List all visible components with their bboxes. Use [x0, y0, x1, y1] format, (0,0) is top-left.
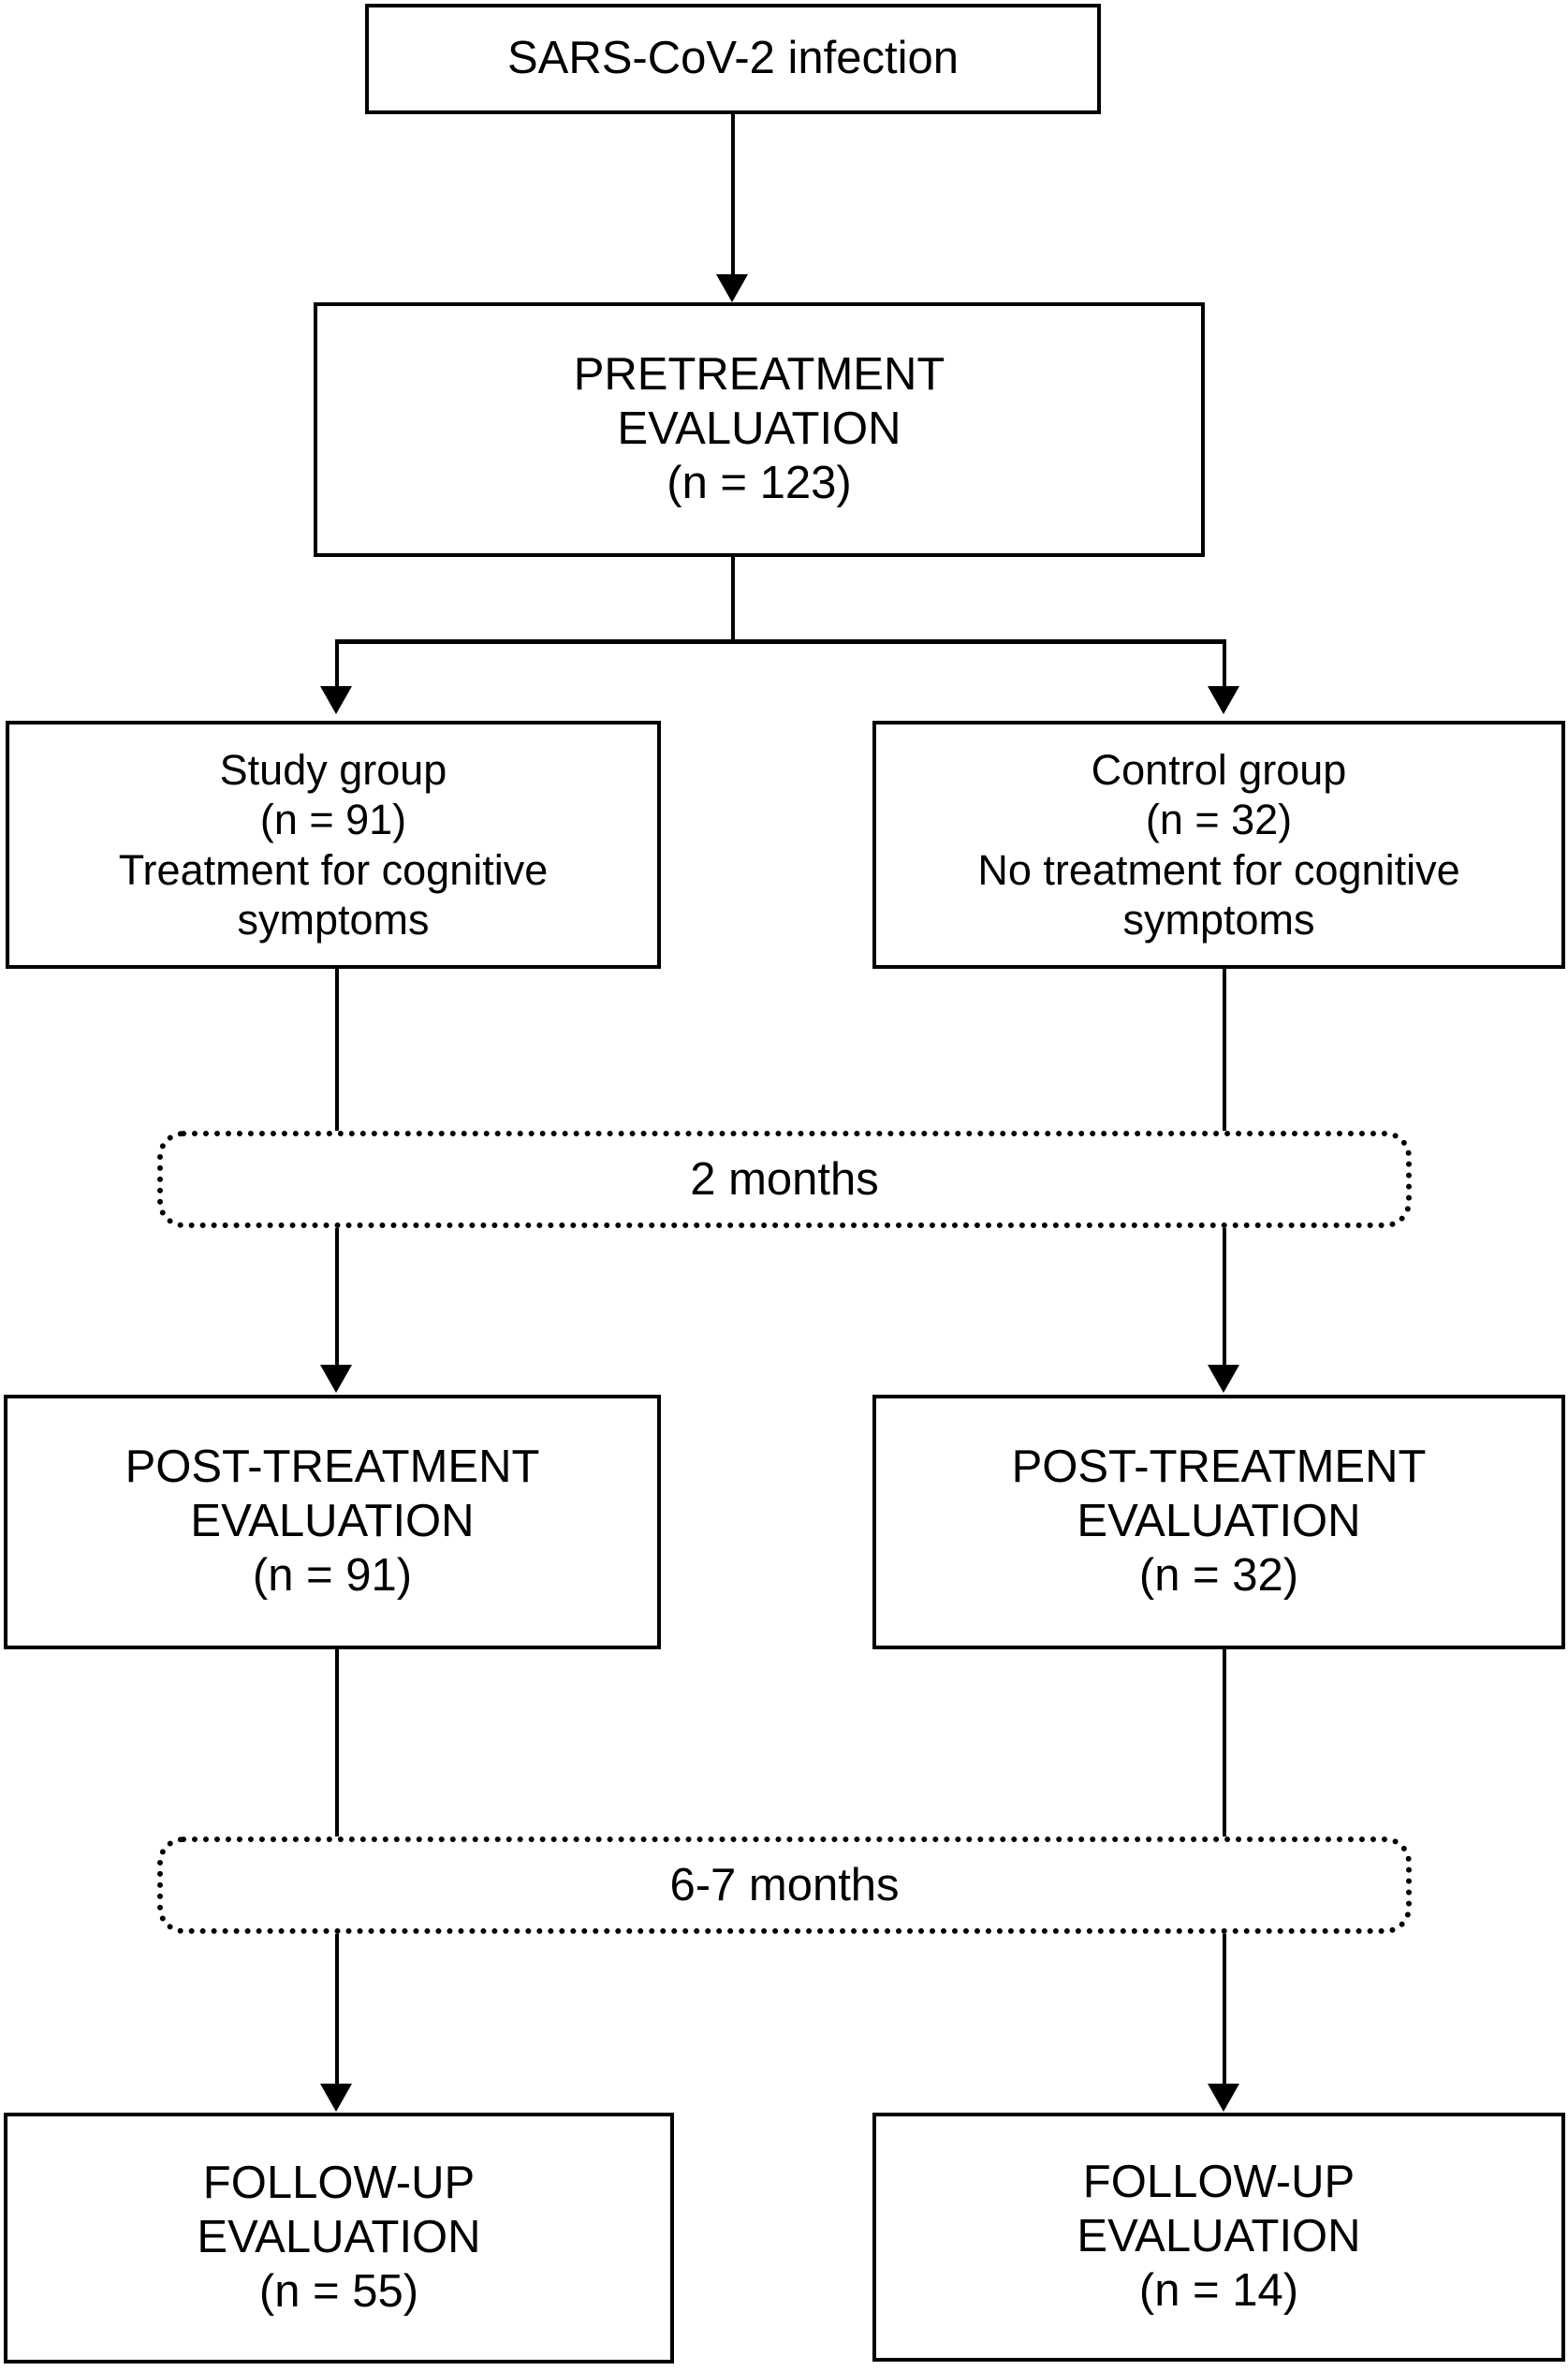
connector-2months-to-post-treatment-right: [1223, 1228, 1226, 1368]
node-post-treatment-evaluation-control: POST-TREATMENT EVALUATION (n = 32): [872, 1395, 1565, 1649]
node-line: (n = 14): [1138, 2264, 1299, 2316]
node-line: EVALUATION: [197, 2212, 481, 2263]
connector-67months-to-follow-up-right: [1223, 1934, 1226, 2086]
node-line: symptoms: [237, 895, 430, 944]
node-sars-cov-2-infection: SARS-CoV-2 infection: [365, 4, 1101, 114]
connector-split-horizontal: [335, 639, 1226, 644]
node-line: POST-TREATMENT: [1011, 1442, 1427, 1493]
connector-pretreatment-stem: [731, 557, 735, 643]
node-line: Treatment for cognitive: [118, 845, 549, 894]
node-line: (n = 32): [1138, 1549, 1299, 1601]
node-line: SARS-CoV-2 infection: [506, 33, 960, 84]
connector-split-to-study-group: [335, 639, 339, 688]
node-line: Study group: [219, 746, 447, 795]
node-control-group: Control group (n = 32) No treatment for …: [872, 721, 1565, 969]
node-pretreatment-evaluation: PRETREATMENT EVALUATION (n = 123): [314, 302, 1205, 557]
connector-control-group-to-2months: [1223, 969, 1226, 1137]
arrowhead-icon: [1208, 686, 1239, 714]
connector-post-treatment-right-to-67months: [1223, 1649, 1226, 1840]
node-line: EVALUATION: [190, 1496, 475, 1547]
arrowhead-icon: [320, 2084, 352, 2112]
connector-post-treatment-left-to-67months: [335, 1649, 339, 1840]
node-line: POST-TREATMENT: [125, 1442, 540, 1493]
connector-infection-to-pretreatment: [731, 114, 735, 279]
node-line: FOLLOW-UP: [1082, 2157, 1356, 2208]
timebox-label: 2 months: [690, 1154, 879, 1205]
node-line: (n = 91): [252, 1549, 413, 1601]
node-line: FOLLOW-UP: [202, 2158, 476, 2209]
node-line: EVALUATION: [1077, 2211, 1361, 2262]
connector-study-group-to-2months: [335, 969, 339, 1137]
node-line: (n = 55): [258, 2265, 419, 2317]
arrowhead-icon: [320, 686, 352, 714]
node-line: (n = 91): [259, 796, 407, 844]
node-line: PRETREATMENT: [573, 349, 945, 401]
node-follow-up-evaluation-control: FOLLOW-UP EVALUATION (n = 14): [872, 2113, 1565, 2362]
connector-2months-to-post-treatment-left: [335, 1228, 339, 1368]
node-study-group: Study group (n = 91) Treatment for cogni…: [6, 721, 661, 969]
arrowhead-icon: [1208, 2084, 1239, 2112]
node-line: symptoms: [1122, 895, 1315, 944]
arrowhead-icon: [320, 1365, 352, 1393]
node-follow-up-evaluation-study: FOLLOW-UP EVALUATION (n = 55): [4, 2113, 674, 2364]
timebox-label: 6-7 months: [669, 1860, 900, 1910]
timebox-6-7-months: 6-7 months: [157, 1837, 1412, 1934]
node-line: EVALUATION: [617, 403, 901, 455]
node-line: EVALUATION: [1077, 1496, 1361, 1547]
node-post-treatment-evaluation-study: POST-TREATMENT EVALUATION (n = 91): [4, 1395, 661, 1649]
arrowhead-icon: [1208, 1365, 1239, 1393]
node-line: (n = 123): [667, 457, 852, 508]
node-line: Control group: [1091, 746, 1347, 795]
arrowhead-icon: [716, 274, 748, 302]
node-line: No treatment for cognitive: [977, 845, 1460, 894]
connector-67months-to-follow-up-left: [335, 1934, 339, 2086]
connector-split-to-control-group: [1223, 639, 1226, 688]
node-line: (n = 32): [1145, 796, 1293, 844]
timebox-2-months: 2 months: [157, 1131, 1412, 1228]
